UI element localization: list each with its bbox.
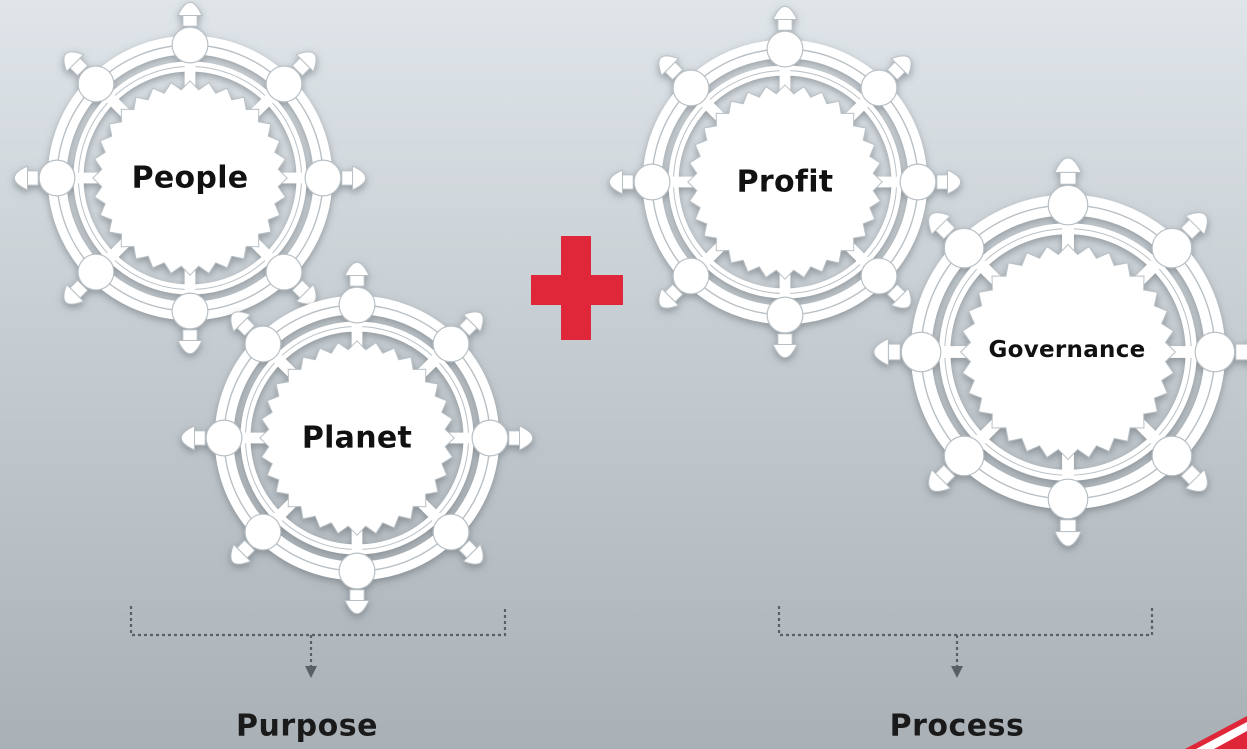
wheel-planet — [180, 261, 534, 615]
group-label-process: Process — [889, 708, 1025, 744]
process-arrow-icon — [951, 666, 963, 678]
wheel-label-governance: Governance — [988, 337, 1146, 363]
wheel-label-people: People — [131, 160, 249, 196]
wheel-governance — [873, 157, 1247, 547]
purpose-arrow-icon — [305, 666, 317, 678]
corner-ribbon — [1185, 716, 1247, 749]
purpose-connector — [129, 606, 507, 667]
wheel-people — [13, 1, 367, 355]
wheel-profit — [608, 5, 962, 359]
group-label-purpose: Purpose — [236, 708, 378, 744]
plus-icon — [531, 236, 623, 340]
wheel-label-planet: Planet — [301, 420, 413, 456]
process-connector — [777, 606, 1154, 667]
wheel-label-profit: Profit — [736, 164, 834, 200]
